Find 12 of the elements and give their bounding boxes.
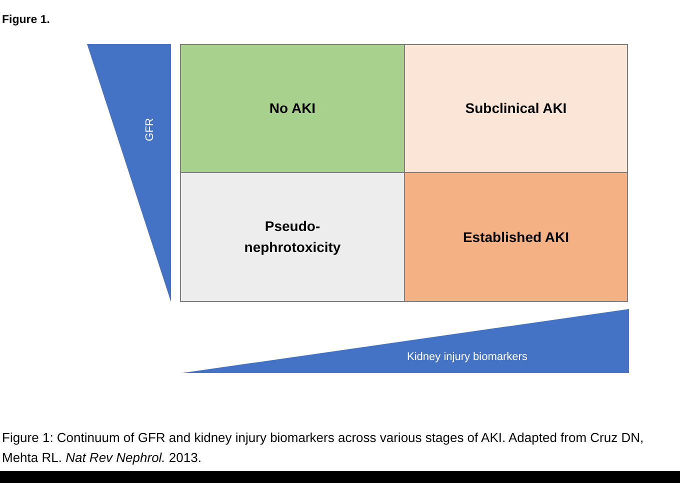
quadrant-panel — [404, 172, 628, 302]
quadrant-panel — [180, 172, 405, 302]
quadrant-panel — [180, 44, 405, 173]
figure-heading: Figure 1. — [2, 13, 50, 28]
quadrant-label: Pseudo- nephrotoxicity — [243, 217, 342, 257]
quadrant-label: No AKI — [269, 99, 316, 118]
axis-label: Kidney injury biomarkers — [407, 351, 528, 364]
quadrant-label: Subclinical AKI — [465, 99, 567, 118]
quadrant-label: Established AKI — [462, 228, 570, 246]
axis-label: GFR — [144, 118, 157, 142]
quadrant-panel — [404, 44, 628, 173]
figure-caption: Figure 1: Continuum of GFR and kidney injury biomarkers across various stages of AKI. Adapted from Cruz DN, Mehta RL. Nat Rev Nephrol. 2013. — [2, 429, 645, 467]
